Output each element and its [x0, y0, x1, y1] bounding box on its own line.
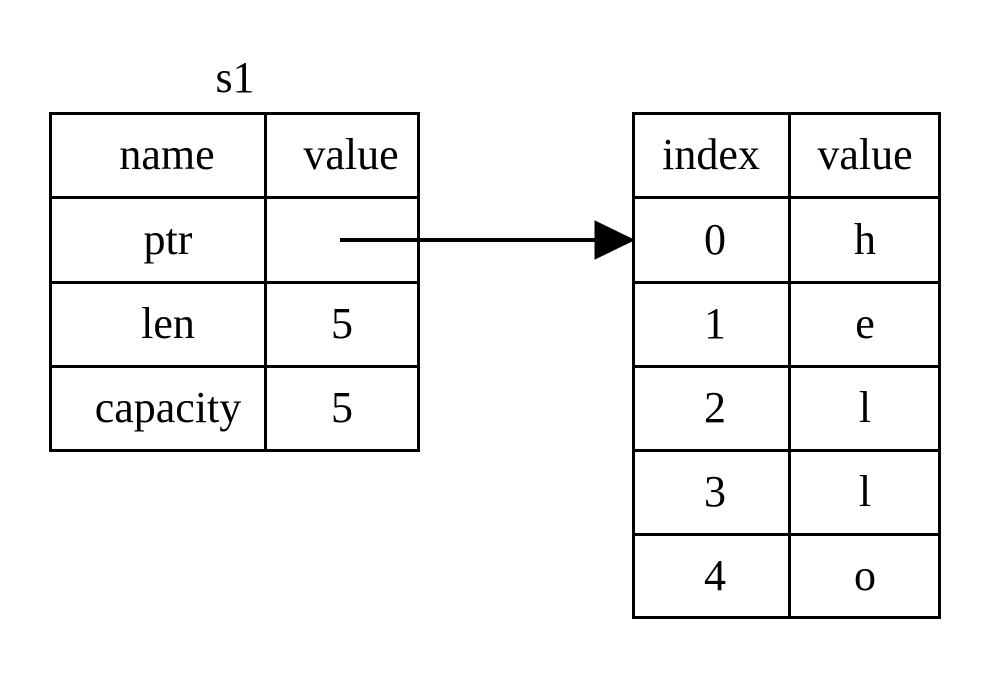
struct-row-capacity-value: 5: [331, 383, 353, 432]
struct-header-value: value: [303, 130, 399, 179]
heap-row-0-value: h: [854, 215, 876, 264]
heap-row-3-index: 3: [704, 467, 726, 516]
arrow-right-icon: [594, 220, 636, 260]
heap-row-2-value: l: [858, 383, 872, 432]
struct-table-grid: [49, 112, 420, 452]
pointer-arrow: [340, 220, 636, 260]
struct-row-len-name: len: [141, 299, 195, 348]
heap-header-index: index: [662, 130, 760, 179]
struct-table-title: s1: [215, 53, 255, 102]
struct-header-name: name: [119, 130, 215, 179]
heap-row-0-index: 0: [704, 215, 726, 264]
heap-row-1-index: 1: [704, 299, 726, 348]
struct-row-len-value: 5: [331, 299, 353, 348]
heap-row-4-value: o: [854, 551, 876, 600]
heap-row-4-index: 4: [704, 551, 726, 600]
heap-header-value: value: [817, 130, 913, 179]
struct-row-capacity-name: capacity: [94, 383, 242, 432]
heap-table-grid: [632, 112, 941, 619]
heap-row-3-value: l: [858, 467, 872, 516]
heap-row-2-index: 2: [704, 383, 726, 432]
heap-row-1-value: e: [855, 299, 875, 348]
struct-row-ptr-name: ptr: [143, 215, 193, 264]
